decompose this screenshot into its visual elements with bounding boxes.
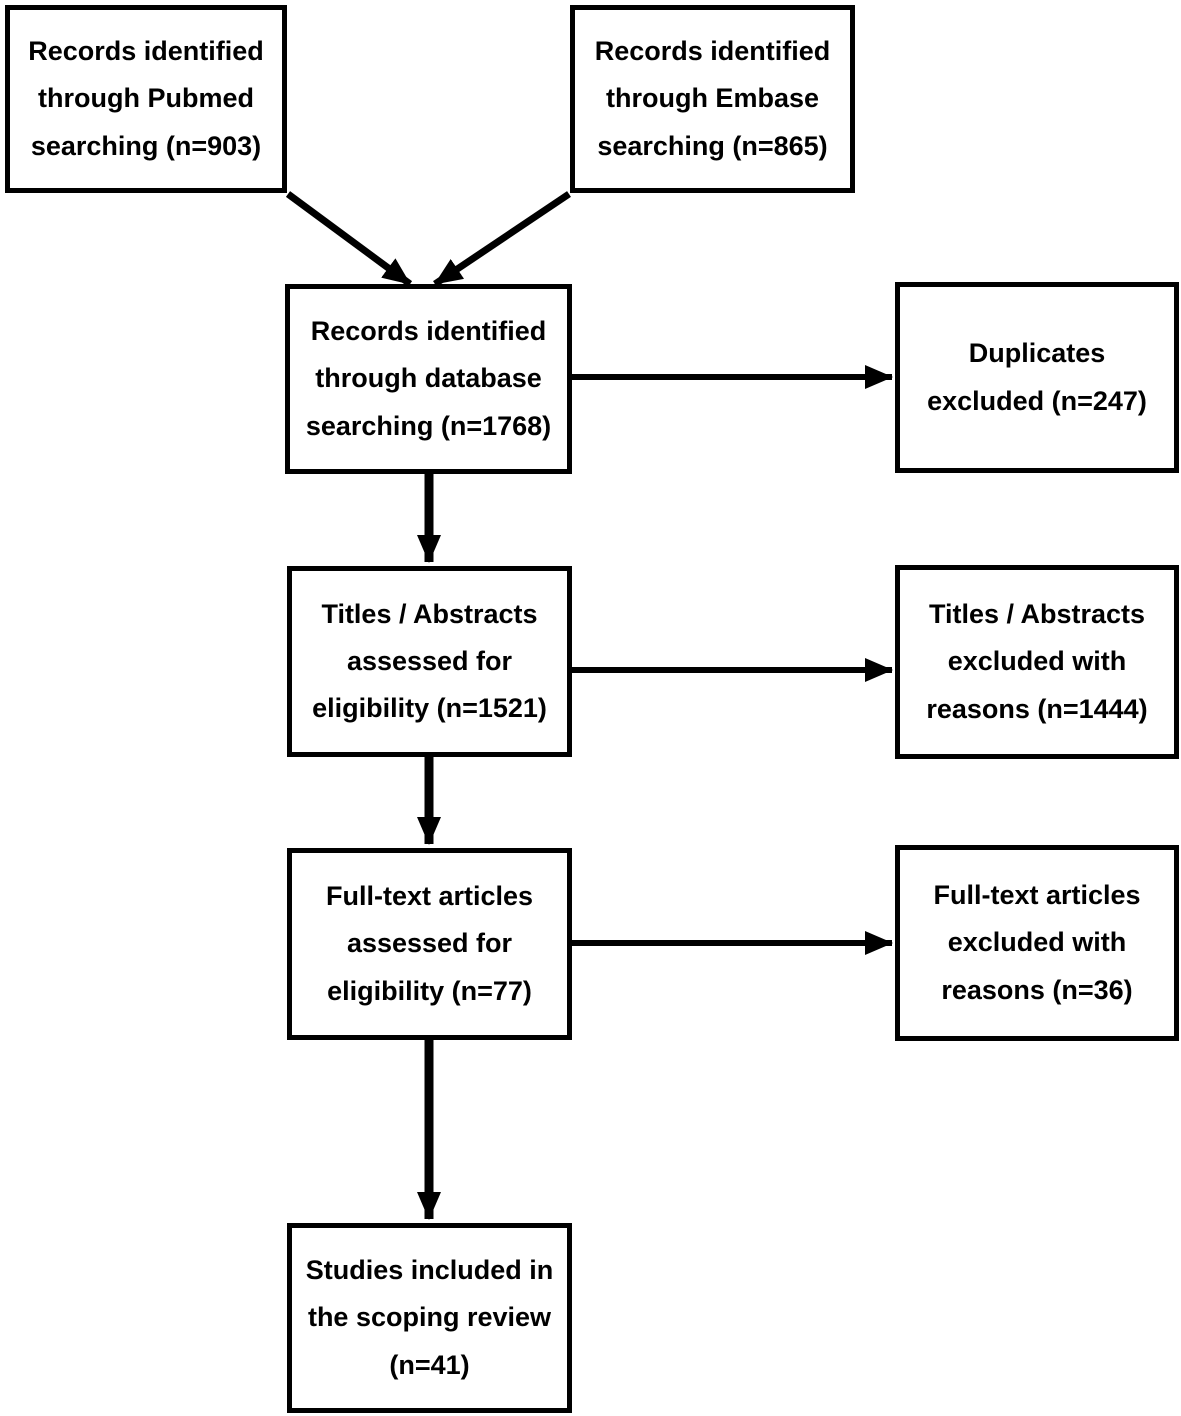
box-label: Duplicates excluded (n=247) — [927, 338, 1147, 416]
box-label: Full-text articles assessed for eligibil… — [325, 881, 534, 1006]
box-studies-included: Studies included in the scoping review (… — [287, 1223, 572, 1413]
box-label: Records identified through database sear… — [305, 316, 552, 441]
box-titles-abstracts-excluded: Titles / Abstracts excluded with reasons… — [895, 565, 1179, 759]
arrow-embase-to-database — [433, 191, 571, 287]
box-records-database: Records identified through database sear… — [285, 284, 572, 474]
box-label: Records identified through Embase search… — [594, 36, 831, 161]
box-label: Titles / Abstracts excluded with reasons… — [926, 599, 1148, 724]
box-label: Records identified through Pubmed search… — [28, 36, 264, 161]
arrow-pubmed-to-database — [285, 191, 413, 287]
box-duplicates-excluded: Duplicates excluded (n=247) — [895, 282, 1179, 473]
box-records-embase: Records identified through Embase search… — [570, 5, 855, 193]
box-titles-abstracts-assessed: Titles / Abstracts assessed for eligibil… — [287, 566, 572, 757]
box-records-pubmed: Records identified through Pubmed search… — [5, 5, 287, 193]
box-label: Studies included in the scoping review (… — [305, 1255, 554, 1380]
box-fulltext-excluded: Full-text articles excluded with reasons… — [895, 845, 1179, 1041]
box-label: Full-text articles excluded with reasons… — [933, 880, 1141, 1005]
box-label: Titles / Abstracts assessed for eligibil… — [312, 598, 547, 724]
box-fulltext-assessed: Full-text articles assessed for eligibil… — [287, 848, 572, 1040]
